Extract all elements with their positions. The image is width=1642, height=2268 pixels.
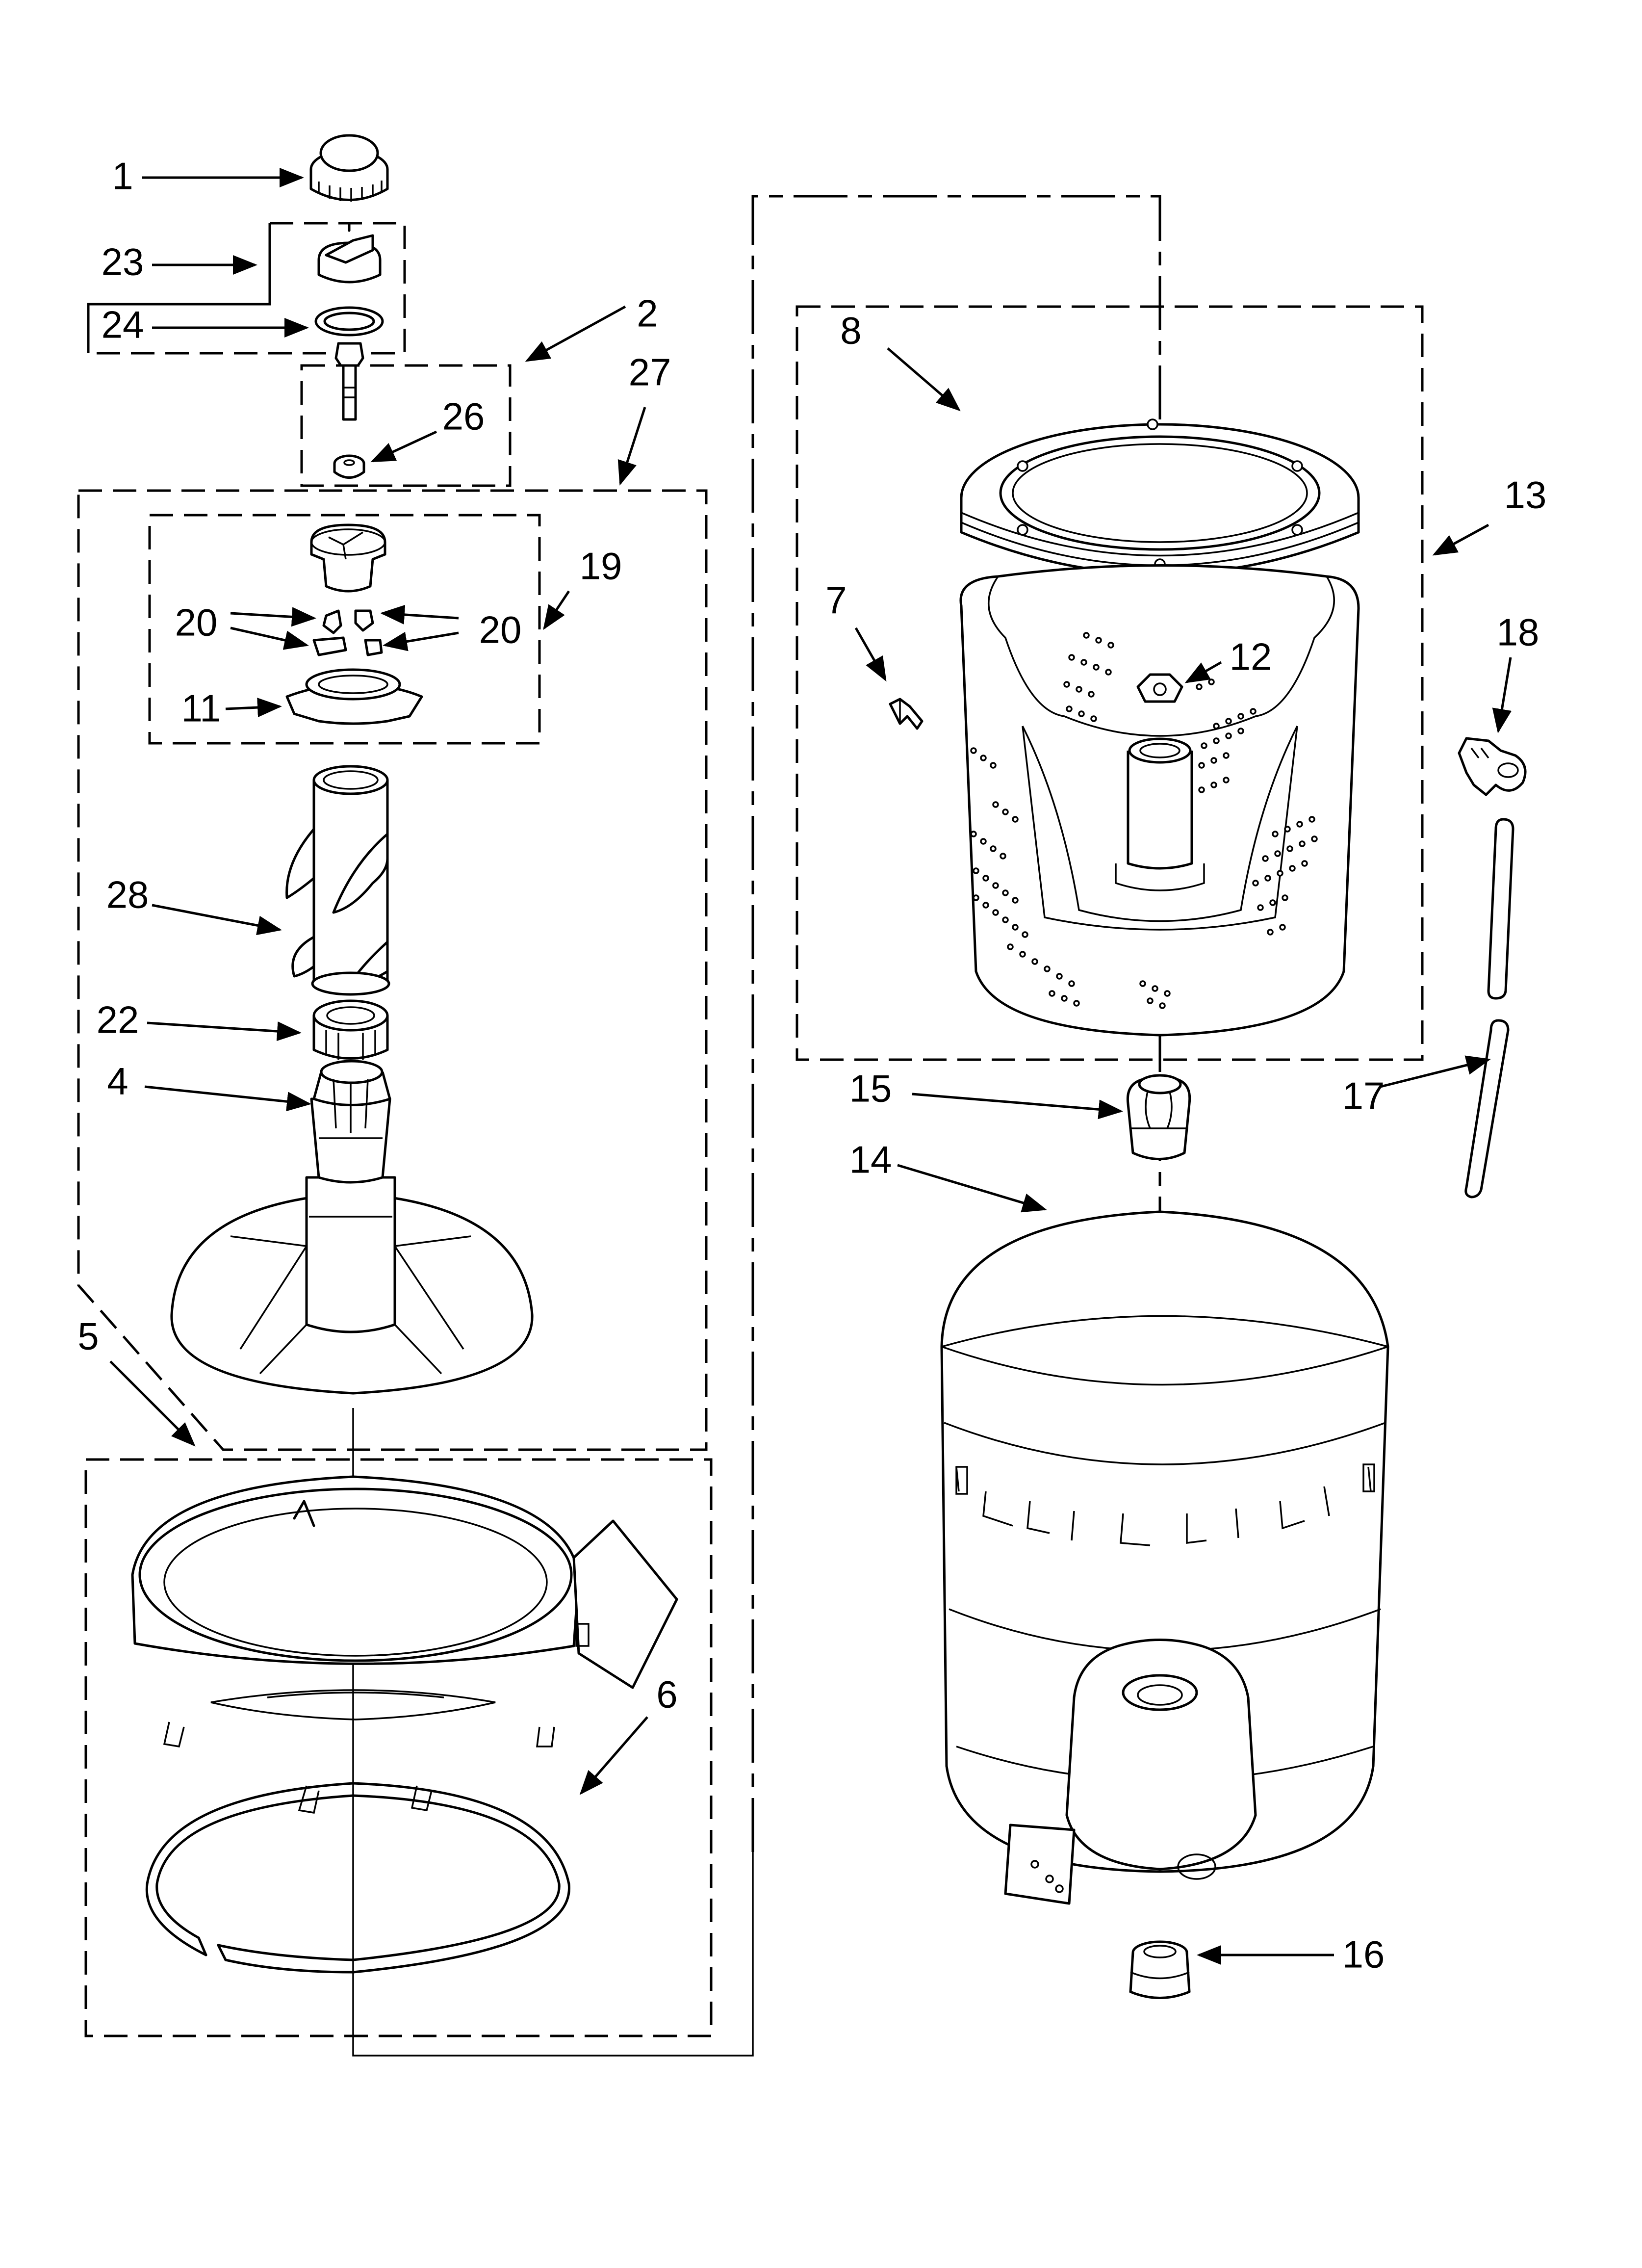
arrow-12: [1184, 661, 1222, 683]
part-12-basket: [959, 564, 1360, 1037]
part-1-cap: [309, 134, 389, 202]
tub-ribs: [955, 1463, 1375, 1546]
arrow-20a-2: [230, 626, 309, 650]
arrow-7: [854, 627, 887, 682]
arrow-6: [579, 1716, 648, 1795]
callout-11: 11: [181, 687, 221, 730]
arrow-17: [1380, 1055, 1491, 1088]
arrow-15: [912, 1093, 1123, 1120]
part-20-dogs: [312, 609, 383, 656]
part-26-washer: [333, 454, 365, 479]
arrow-19: [543, 590, 570, 630]
part-8-balance-ring: [960, 418, 1360, 575]
callout-20-left: 20: [175, 601, 218, 644]
part-2-bolt: [334, 342, 364, 421]
arrow-20a-1: [230, 607, 316, 627]
arrow-28: [152, 904, 282, 936]
arrow-27: [617, 407, 646, 486]
callout-17: 17: [1342, 1074, 1385, 1118]
arrow-13: [1432, 523, 1489, 556]
part-16-drain-plug: [1129, 1940, 1191, 1999]
group-box-27: [77, 489, 708, 1451]
part-15-bushing: [1126, 1074, 1191, 1160]
callout-19: 19: [580, 545, 622, 588]
part-7-clip: [889, 698, 924, 730]
callout-7: 7: [825, 579, 847, 622]
callout-14: 14: [849, 1138, 892, 1181]
part-11-dog-retainer: [285, 668, 423, 725]
centerline-left: [352, 1408, 754, 2057]
arrow-26: [370, 430, 437, 463]
arrow-20b-2: [383, 631, 459, 652]
callout-5: 5: [77, 1315, 99, 1358]
callout-28: 28: [106, 873, 149, 916]
callout-1: 1: [112, 155, 133, 198]
assembly-group-boxes: [77, 222, 1424, 2037]
part-5-tub-ring: [131, 1475, 678, 1814]
callout-27: 27: [629, 351, 671, 394]
part-6-spring: [145, 1782, 570, 1974]
arrow-20b-1: [380, 604, 459, 625]
callout-12: 12: [1230, 635, 1272, 678]
arrow-22: [147, 1021, 302, 1042]
arrow-2: [525, 305, 626, 362]
callout-18: 18: [1497, 611, 1539, 654]
basket-perforations-left: [970, 632, 1114, 1007]
part-24-ring: [314, 306, 384, 337]
group-box-13: [795, 305, 1424, 1061]
part-28-auger: [285, 765, 390, 996]
callout-20-right: 20: [479, 608, 522, 652]
leader-arrows: [109, 168, 1512, 1965]
callout-13: 13: [1504, 473, 1547, 517]
callout-2: 2: [637, 292, 658, 335]
part-18-clamp: [1458, 737, 1527, 796]
callout-16: 16: [1342, 1933, 1385, 1976]
arrow-5: [109, 1360, 196, 1447]
centerline-route: [751, 195, 1161, 1852]
callout-24: 24: [102, 303, 144, 346]
part-17-hose: [1464, 818, 1514, 1199]
group-box-5: [84, 1458, 713, 2037]
callout-23: 23: [102, 240, 144, 284]
arrow-14: [897, 1164, 1047, 1213]
arrow-11: [225, 698, 282, 718]
callout-26: 26: [442, 395, 485, 438]
group-box-24: [87, 223, 271, 353]
part-22-coupling: [312, 999, 389, 1060]
callout-8: 8: [840, 309, 861, 352]
group-box-19: [148, 514, 541, 745]
part-14-outer-tub: [940, 1210, 1389, 1905]
callout-4: 4: [107, 1060, 128, 1103]
callout-22: 22: [97, 998, 139, 1042]
callout-15: 15: [849, 1067, 892, 1110]
arrow-18: [1492, 657, 1512, 733]
group-box-2: [300, 364, 512, 487]
callout-labels: 1 23 24 2 27 26 19 20 20 11 28 22 4 5 6 …: [77, 155, 1546, 1976]
arrow-8: [887, 347, 961, 412]
callout-6: 6: [656, 1673, 677, 1716]
part-23-cam: [317, 222, 382, 284]
arrow-4: [144, 1085, 311, 1112]
part-4-agitator-base: [170, 1060, 534, 1395]
part-19-dog-assembly: [310, 523, 386, 593]
